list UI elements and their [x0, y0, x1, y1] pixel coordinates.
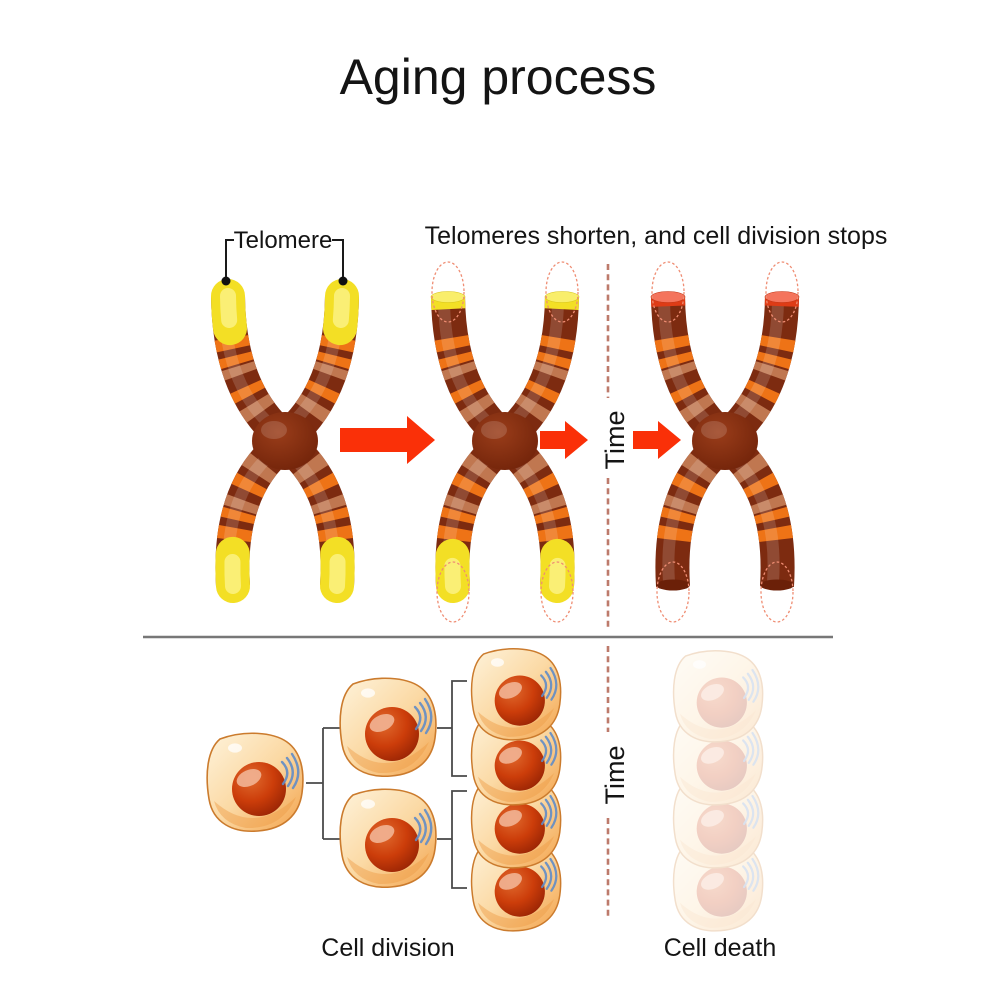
chromosome-young: [221, 276, 359, 603]
lost-telomere-outline: [540, 561, 574, 623]
arrow-right-icon: [340, 416, 435, 464]
cell-division-label: Cell division: [321, 934, 454, 962]
cell-death-label: Cell death: [664, 934, 777, 962]
dying-cell: [672, 649, 764, 743]
chromosome-middle-aged: [431, 261, 580, 623]
cell: [338, 677, 438, 778]
telomere-pointer-dot: [338, 276, 348, 286]
cell-division-tree-lines: [306, 680, 467, 889]
cell-death-cells: [672, 649, 764, 932]
telomere-callout: Telomere: [225, 227, 344, 277]
lost-telomere-outline: [760, 561, 794, 623]
cell: [205, 732, 305, 833]
caption-telomeres-shorten: Telomeres shorten, and cell division sto…: [425, 222, 888, 250]
telomere-label: Telomere: [234, 227, 333, 254]
chromosome-old: [651, 261, 800, 623]
time-axis-bottom: Time: [600, 646, 630, 916]
time-label-bottom: Time: [600, 746, 630, 805]
lost-telomere-outline: [545, 261, 579, 323]
time-label-top: Time: [600, 411, 630, 470]
arrow-right-icon: [540, 421, 588, 459]
lost-telomere-outline: [436, 561, 470, 623]
lost-telomere-outline: [765, 261, 799, 323]
time-axis-top: Time: [600, 264, 630, 631]
cell-division-cells: [205, 647, 562, 932]
cell: [470, 647, 562, 741]
lost-telomere-outline: [431, 261, 465, 323]
telomere-pointer-dot: [221, 276, 231, 286]
page-title: Aging process: [340, 49, 657, 105]
arrow-right-icon: [633, 421, 681, 459]
lost-telomere-outline: [656, 561, 690, 623]
cell: [338, 788, 438, 889]
lost-telomere-outline: [651, 261, 685, 323]
